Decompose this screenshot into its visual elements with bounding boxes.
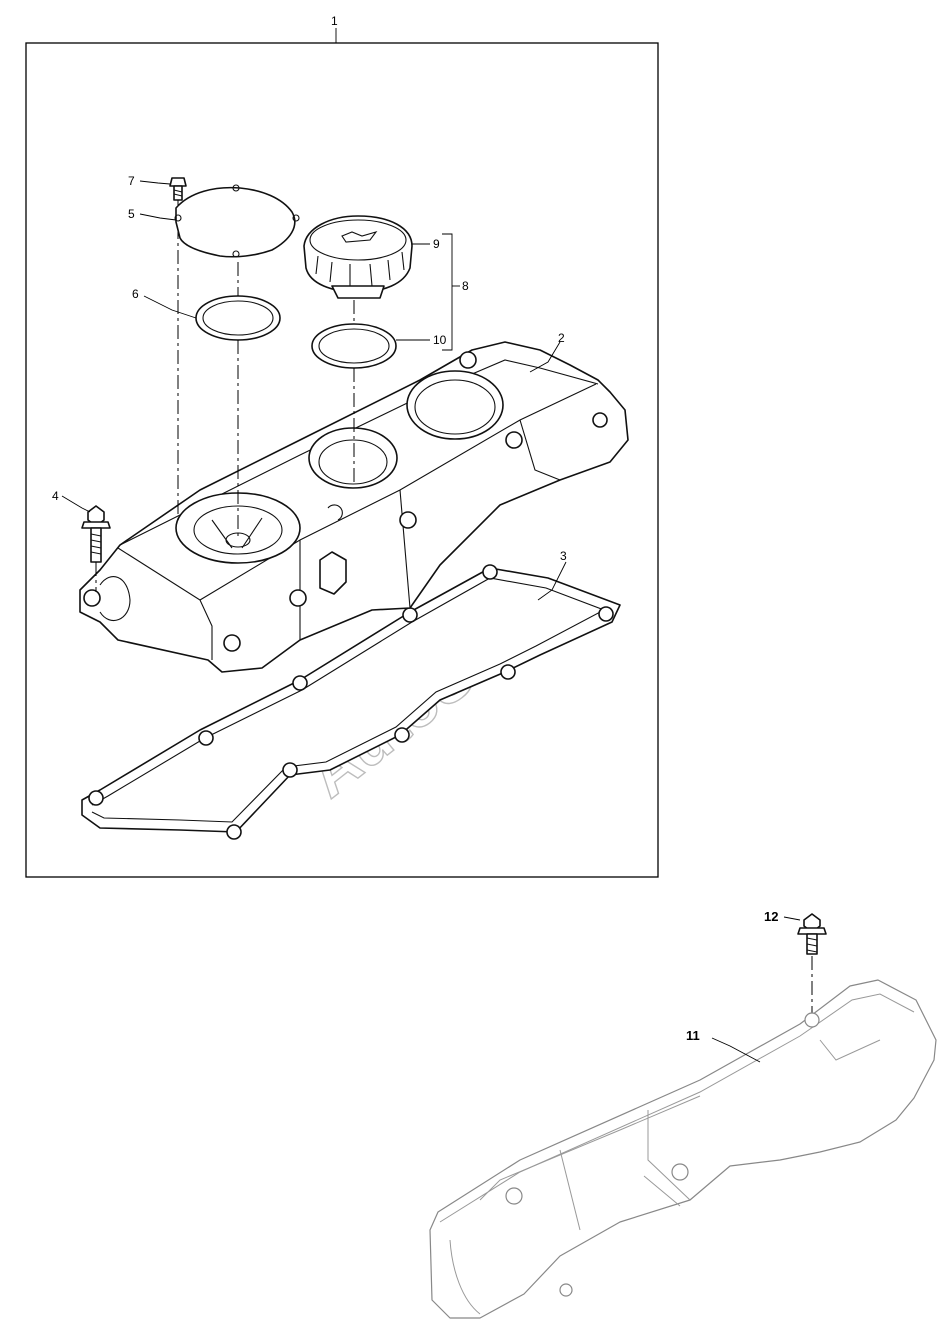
callout-12: 12	[764, 909, 778, 924]
gasket-boss	[198, 730, 214, 746]
callout-1: 1	[331, 14, 338, 28]
leader-2	[529, 341, 561, 373]
cover-boss	[289, 589, 307, 607]
cover-boss	[459, 351, 477, 369]
breather-cover-plate	[174, 184, 300, 258]
shield-bolt	[797, 913, 827, 955]
callout-10: 10	[433, 333, 447, 347]
gasket-boss	[88, 790, 104, 806]
oil-can-icon	[341, 231, 378, 243]
leader-11	[711, 1037, 761, 1063]
callout-3: 3	[560, 549, 567, 563]
gasket-boss	[402, 607, 418, 623]
breather-o-ring	[195, 295, 281, 341]
leader-5	[139, 213, 177, 221]
leader-4	[61, 495, 91, 513]
callout-4: 4	[52, 489, 59, 503]
leader-6	[143, 295, 197, 319]
filler-o-ring	[311, 323, 397, 369]
gasket-boss	[482, 564, 498, 580]
gasket-boss	[394, 727, 410, 743]
callout-11: 11	[686, 1028, 700, 1043]
engine-cover-shield	[429, 979, 937, 1319]
callout-6: 6	[132, 287, 139, 301]
cover-boss	[592, 412, 608, 428]
gasket-boss	[292, 675, 308, 691]
gasket-boss	[598, 606, 614, 622]
oil-filler-opening	[308, 427, 398, 489]
cover-boss	[83, 589, 101, 607]
leader-12	[783, 916, 801, 921]
shield-boss	[804, 1012, 820, 1028]
gasket-boss	[226, 824, 242, 840]
gasket-boss	[282, 762, 298, 778]
callout-7: 7	[128, 174, 135, 188]
cover-boss	[505, 431, 523, 449]
callout-5: 5	[128, 207, 135, 221]
valve-cover-gasket	[81, 564, 621, 840]
cover-end-cap	[406, 370, 504, 440]
shield-boss	[671, 1163, 689, 1181]
cover-bolt	[81, 505, 111, 563]
shield-boss	[505, 1187, 523, 1205]
kit-frame	[25, 42, 659, 878]
callout-9: 9	[433, 237, 440, 251]
callout-2: 2	[558, 331, 565, 345]
breather-pipe	[319, 551, 347, 595]
oil-filler-cap	[303, 215, 413, 299]
cover-boss	[399, 511, 417, 529]
shield-boss	[559, 1283, 573, 1297]
callout-8: 8	[462, 279, 469, 293]
leader-3	[537, 561, 567, 601]
bracket-8	[442, 233, 453, 351]
leader-7	[139, 180, 171, 185]
gasket-boss	[500, 664, 516, 680]
cover-boss	[223, 634, 241, 652]
breather-screw	[169, 177, 187, 201]
